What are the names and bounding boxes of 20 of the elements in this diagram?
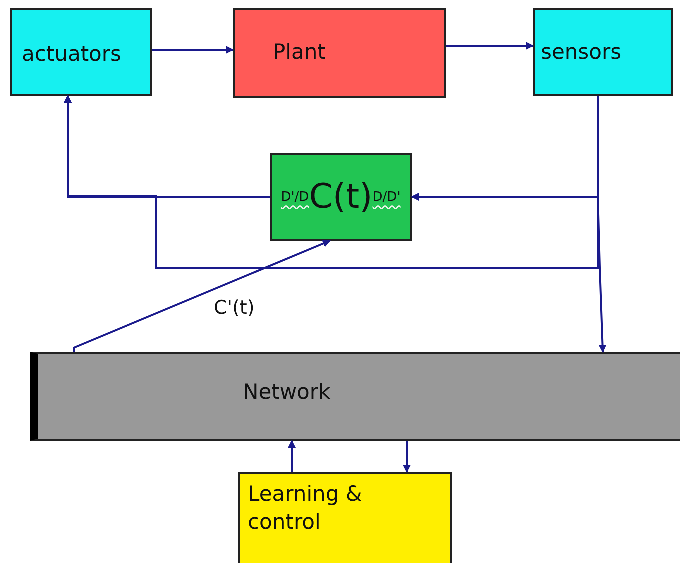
node-label: sensors bbox=[540, 39, 622, 66]
process-box bbox=[238, 472, 452, 563]
arrow bbox=[403, 441, 411, 473]
node-label: C(t) bbox=[309, 177, 373, 217]
arrow bbox=[288, 440, 296, 472]
node-label: Plant bbox=[272, 39, 326, 66]
node-label: Learning & control bbox=[247, 481, 364, 536]
process-box bbox=[10, 8, 152, 96]
process-box bbox=[233, 8, 446, 98]
network-band bbox=[30, 352, 680, 441]
arrow bbox=[73, 240, 331, 352]
node-label: D'/D bbox=[281, 190, 310, 204]
node-label: Network bbox=[242, 379, 331, 406]
arrow bbox=[64, 95, 599, 269]
arrow bbox=[152, 46, 234, 54]
process-box bbox=[533, 8, 673, 96]
arrow bbox=[446, 42, 534, 50]
node-label: D/D' bbox=[372, 190, 401, 204]
node-label: actuators bbox=[21, 41, 122, 68]
controller-box bbox=[270, 153, 412, 241]
